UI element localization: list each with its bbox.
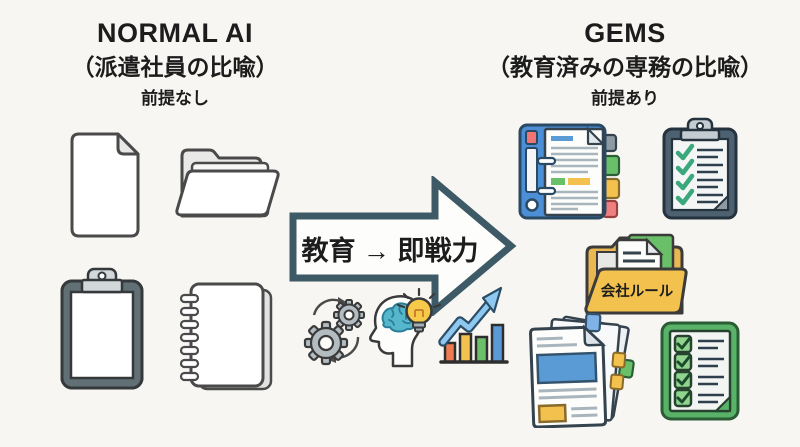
growth-chart-icon xyxy=(438,286,509,364)
right-premise-label: 前提あり xyxy=(591,89,659,109)
transition-arrow xyxy=(289,176,517,316)
spiral-notebook-icon xyxy=(179,282,273,391)
blank-document-icon xyxy=(70,132,140,238)
arrow-label: 教育 → 即戦力 xyxy=(301,236,479,266)
left-title: NORMAL AI xyxy=(97,18,253,48)
company-rules-label: 会社ルール xyxy=(601,282,674,300)
checked-clipboard-icon xyxy=(662,117,738,220)
open-folder-icon xyxy=(175,148,280,218)
tabbed-binder-icon xyxy=(518,123,621,220)
left-subtitle: （派遣社員の比喩） xyxy=(71,54,279,81)
right-title: GEMS xyxy=(584,18,666,48)
left-premise-label: 前提なし xyxy=(141,89,209,109)
green-checklist-icon xyxy=(660,321,740,421)
company-rules-folder-icon: 会社ルール xyxy=(584,233,688,315)
gears-cycle-icon xyxy=(303,297,365,366)
left-header: NORMAL AI （派遣社員の比喩） 前提なし xyxy=(30,18,320,109)
right-subtitle: （教育済みの専務の比喩） xyxy=(487,54,763,81)
right-header: GEMS （教育済みの専務の比喩） 前提あり xyxy=(465,18,785,109)
document-stack-icon xyxy=(529,312,635,428)
brain-idea-icon xyxy=(369,288,441,368)
blank-clipboard-icon xyxy=(60,267,144,390)
